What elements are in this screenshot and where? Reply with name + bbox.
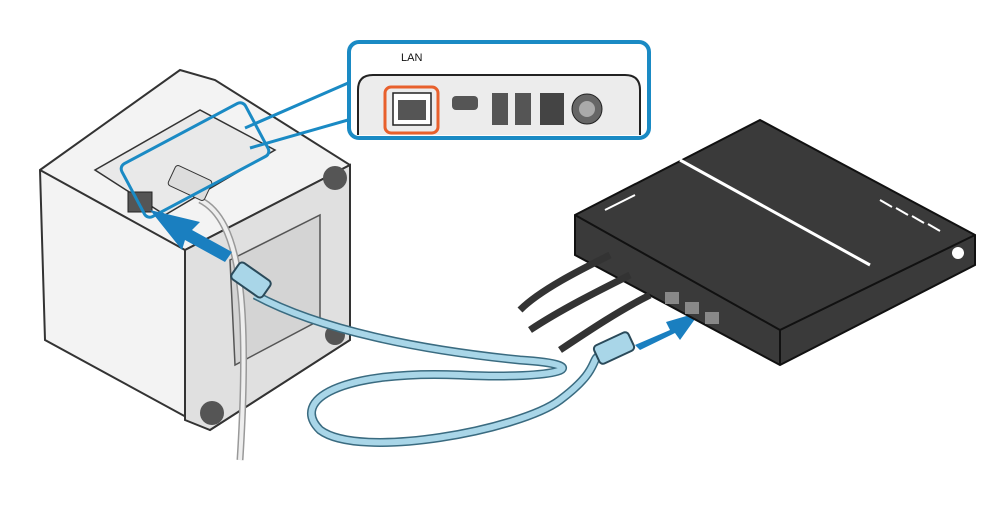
rj45-connector (230, 261, 272, 299)
router-lan-port (685, 302, 699, 314)
printer-foot (323, 166, 347, 190)
rj45-connector (592, 331, 636, 365)
router-status-lights (604, 194, 941, 232)
drawer-port (540, 93, 564, 125)
router-cables (517, 251, 652, 353)
router-lan-port (665, 292, 679, 304)
lan-port-label: LAN (401, 52, 423, 64)
lan-cable (230, 261, 636, 447)
port-callout (347, 40, 651, 140)
usb-c-port (452, 96, 478, 110)
usb-a-port (492, 93, 508, 125)
printer-foot (200, 401, 224, 425)
insert-arrow-icon (150, 210, 232, 262)
printer-lan-port (127, 191, 153, 213)
router-lan-port (705, 312, 719, 324)
insert-arrow-icon (635, 312, 700, 350)
lan-port-highlight (383, 85, 440, 135)
printer (38, 68, 351, 432)
usb-a-port (515, 93, 531, 125)
router-power-button (952, 247, 964, 259)
callout-leader (119, 78, 356, 219)
router (574, 118, 976, 367)
